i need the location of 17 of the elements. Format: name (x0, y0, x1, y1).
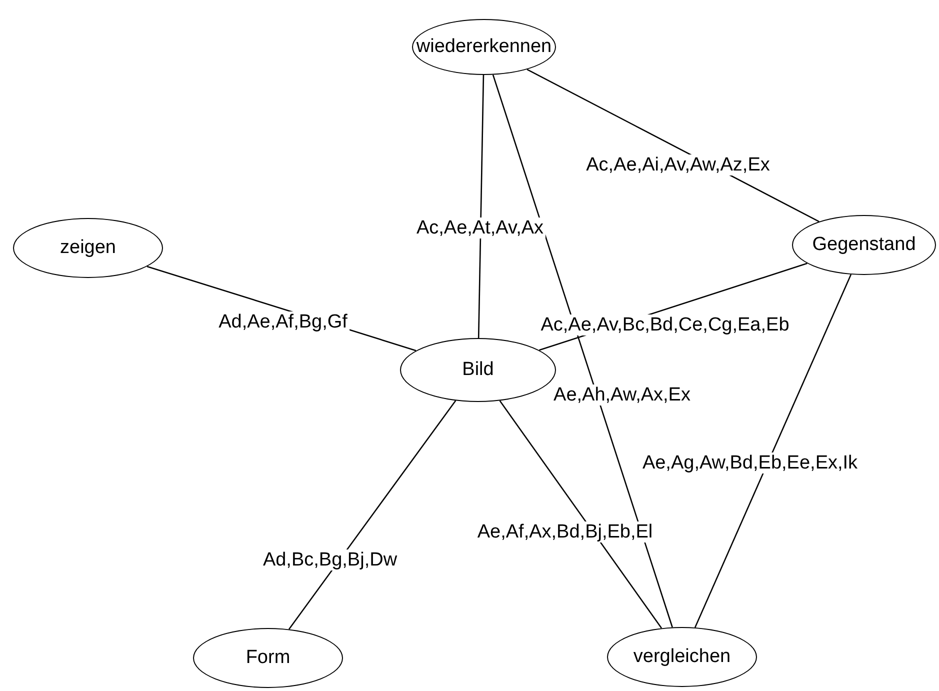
edge-label: Ad,Bc,Bg,Bj,Dw (260, 550, 400, 570)
connector-line (499, 400, 662, 629)
edge-label: Ac,Ae,Ai,Av,Aw,Az,Ex (584, 154, 772, 176)
node-label: zeigen (60, 237, 116, 259)
connector-line (478, 74, 484, 338)
node-label: Gegenstand (812, 234, 916, 256)
node-label: Bild (462, 359, 494, 381)
node-label: wiedererkennen (416, 36, 552, 58)
edge-label: Ac,Ae,Av,Bc,Bd,Ce,Cg,Ea,Eb (538, 314, 792, 336)
node-label: Form (246, 647, 290, 669)
connector-line (694, 274, 852, 628)
edge-label: Ad,Ae,Af,Bg,Gf (216, 312, 350, 332)
edge-label: Ae,Ag,Aw,Bd,Eb,Ee,Ex,Ik (640, 452, 860, 474)
node-label: vergleichen (633, 646, 731, 668)
edge-label: Ac,Ae,At,Av,Ax (414, 218, 546, 238)
edge-label: Ae,Ah,Aw,Ax,Ex (552, 384, 692, 406)
connector-line (288, 400, 456, 630)
